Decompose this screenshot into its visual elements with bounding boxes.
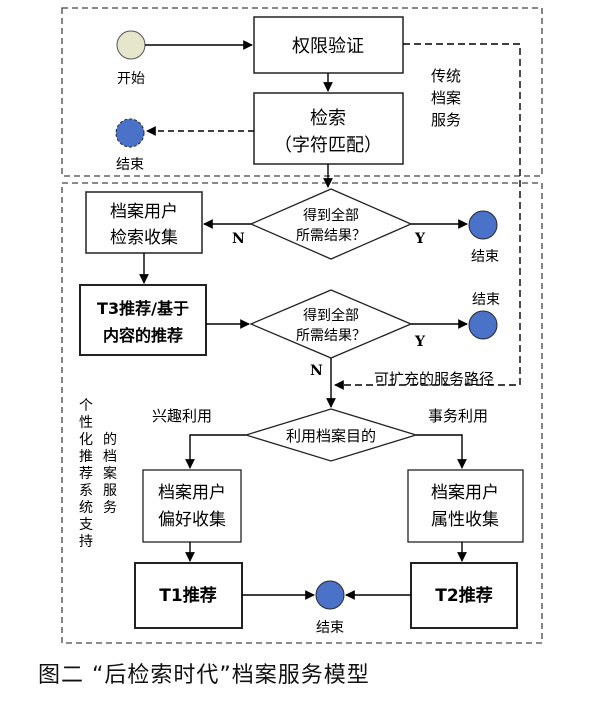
connectors xyxy=(139,40,521,600)
svg-text:案: 案 xyxy=(103,465,117,482)
affairs-use-label: 事务利用 xyxy=(428,407,488,425)
svg-text:支: 支 xyxy=(79,517,93,533)
end-label-4: 结束 xyxy=(316,620,344,636)
yes-label-1: Y xyxy=(414,231,426,247)
end-node-2 xyxy=(468,210,498,240)
preference-text-1: 档案用户 xyxy=(158,483,226,503)
decision-1-text-2: 所需结果？ xyxy=(296,228,366,244)
attribute-text-1: 档案用户 xyxy=(431,483,499,503)
interest-use-label: 兴趣利用 xyxy=(152,407,212,425)
collect-search-text-1: 档案用户 xyxy=(110,202,178,222)
decision-2 xyxy=(249,289,413,359)
svg-text:持: 持 xyxy=(79,534,93,550)
svg-text:推: 推 xyxy=(79,449,93,465)
attribute-text-2: 属性收集 xyxy=(431,510,499,530)
attribute-box xyxy=(407,469,524,543)
decision-1-text-1: 得到全部 xyxy=(303,207,359,224)
no-label-1: N xyxy=(232,231,245,247)
search-text-1: 检索 xyxy=(310,108,346,129)
svg-text:个: 个 xyxy=(79,398,93,414)
traditional-service-region xyxy=(61,7,543,177)
preference-text-2: 偏好收集 xyxy=(158,510,226,530)
end-label-1: 结束 xyxy=(116,157,144,173)
end-label-3: 结束 xyxy=(472,292,500,308)
purpose-text: 利用档案目的 xyxy=(286,427,376,445)
t3-text-2: 内容的推荐 xyxy=(103,326,183,345)
search-text-2: （字符匹配） xyxy=(274,135,382,156)
end-node-1 xyxy=(115,118,145,148)
end-node-4 xyxy=(315,580,345,610)
yes-label-2: Y xyxy=(414,334,426,350)
svg-text:档: 档 xyxy=(103,449,117,465)
t3-box xyxy=(79,284,207,356)
svg-text:荐: 荐 xyxy=(79,466,93,482)
preference-box xyxy=(142,469,242,543)
traditional-label-1: 传统 xyxy=(431,67,461,85)
collect-search-box xyxy=(85,191,203,254)
decision-1 xyxy=(249,188,413,260)
svg-text:化: 化 xyxy=(79,432,93,448)
personalized-label: 个 性 化 推 荐 系 统 支 持 的 档 案 服 务 xyxy=(79,398,117,550)
figure-caption: 图二 “后检索时代”档案服务模型 xyxy=(38,663,370,688)
svg-text:的: 的 xyxy=(103,432,117,448)
start-label: 开始 xyxy=(117,71,145,87)
t2-box xyxy=(410,562,518,629)
no-label-2: N xyxy=(310,363,323,379)
personalized-service-region xyxy=(61,182,543,644)
traditional-label-2: 档案 xyxy=(431,89,461,107)
svg-text:性: 性 xyxy=(79,415,93,431)
svg-text:统: 统 xyxy=(79,500,93,516)
t2-text: T2推荐 xyxy=(435,585,492,606)
traditional-label-3: 服务 xyxy=(431,111,461,129)
expandable-path-label: 可扩充的服务路径 xyxy=(374,370,494,388)
svg-text:系: 系 xyxy=(79,483,93,499)
decision-2-text-2: 所需结果？ xyxy=(296,328,366,344)
decision-2-text-1: 得到全部 xyxy=(303,307,359,324)
svg-text:务: 务 xyxy=(103,500,117,516)
auth-text: 权限验证 xyxy=(292,36,364,57)
collect-search-text-2: 检索收集 xyxy=(110,228,178,248)
purpose-decision xyxy=(243,408,419,462)
svg-text:服: 服 xyxy=(103,483,117,499)
t1-text: T1推荐 xyxy=(159,585,216,606)
end-node-3 xyxy=(468,310,498,340)
search-box xyxy=(253,92,404,165)
auth-box xyxy=(253,16,404,74)
t3-text-1: T3推荐/基于 xyxy=(97,299,189,318)
start-node xyxy=(116,30,146,60)
end-label-2: 结束 xyxy=(471,249,499,265)
t1-box xyxy=(134,562,243,629)
